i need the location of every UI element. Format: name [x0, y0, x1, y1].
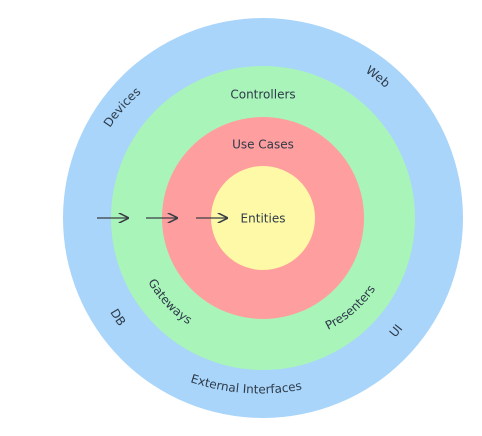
- use-cases-label: Use Cases: [232, 138, 294, 152]
- entities-layer-circle: [211, 166, 315, 270]
- controllers-label: Controllers: [230, 88, 295, 102]
- entities-label: Entities: [241, 212, 286, 226]
